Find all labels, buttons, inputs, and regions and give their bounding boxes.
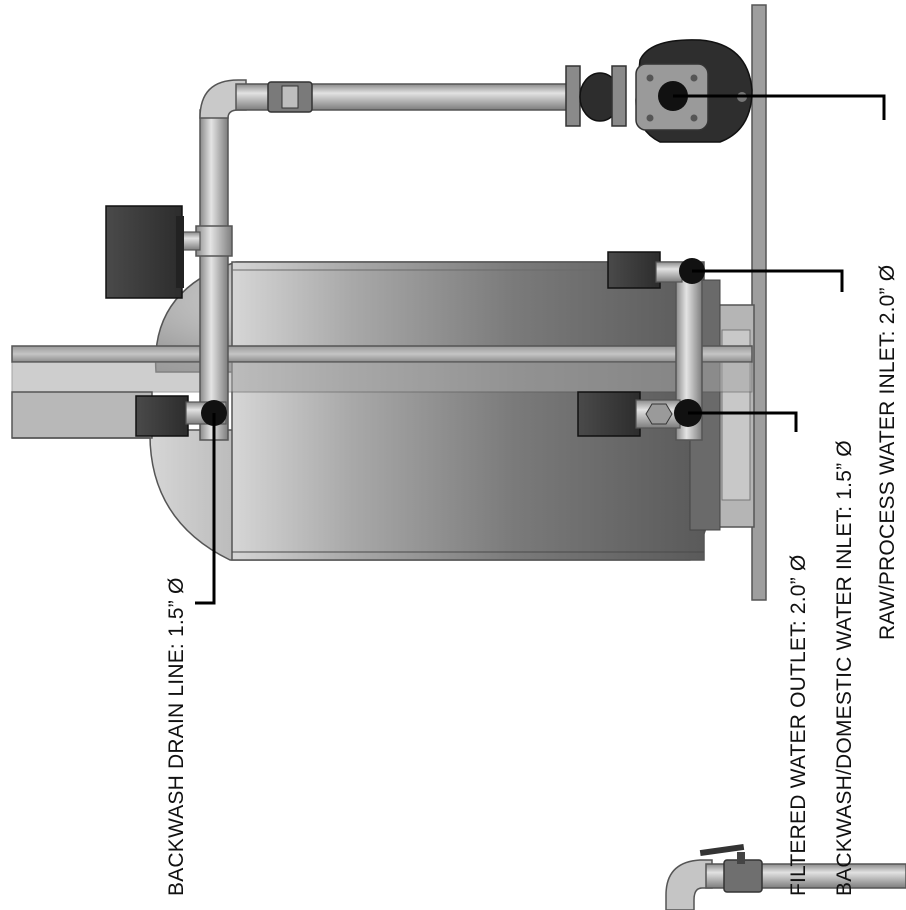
ball-valve-bottom [723,859,763,893]
control-box [105,205,183,299]
supply-pipe-vertical [199,109,229,441]
pipe-elbow-bottom [665,859,713,910]
leader-raw [673,94,886,120]
actuator-outlet [577,391,641,437]
label-backwash-drain-line: BACKWASH DRAIN LINE: 1.5” Ø [165,577,188,896]
support-beam [11,345,753,363]
label-raw-process-water-inlet: RAW/PROCESS WATER INLET: 2.0” Ø [876,264,899,640]
actuator-backwash [607,251,661,289]
leader-drain [195,413,216,605]
label-filtered-water-outlet: FILTERED WATER OUTLET: 2.0” Ø [787,554,810,896]
label-backwash-domestic-water-inlet: BACKWASH/DOMESTIC WATER INLET: 1.5” Ø [833,440,856,896]
leader-outlet [688,411,798,432]
actuator-drain [135,395,189,437]
base-plate [751,4,767,601]
leader-backwash [692,269,844,292]
